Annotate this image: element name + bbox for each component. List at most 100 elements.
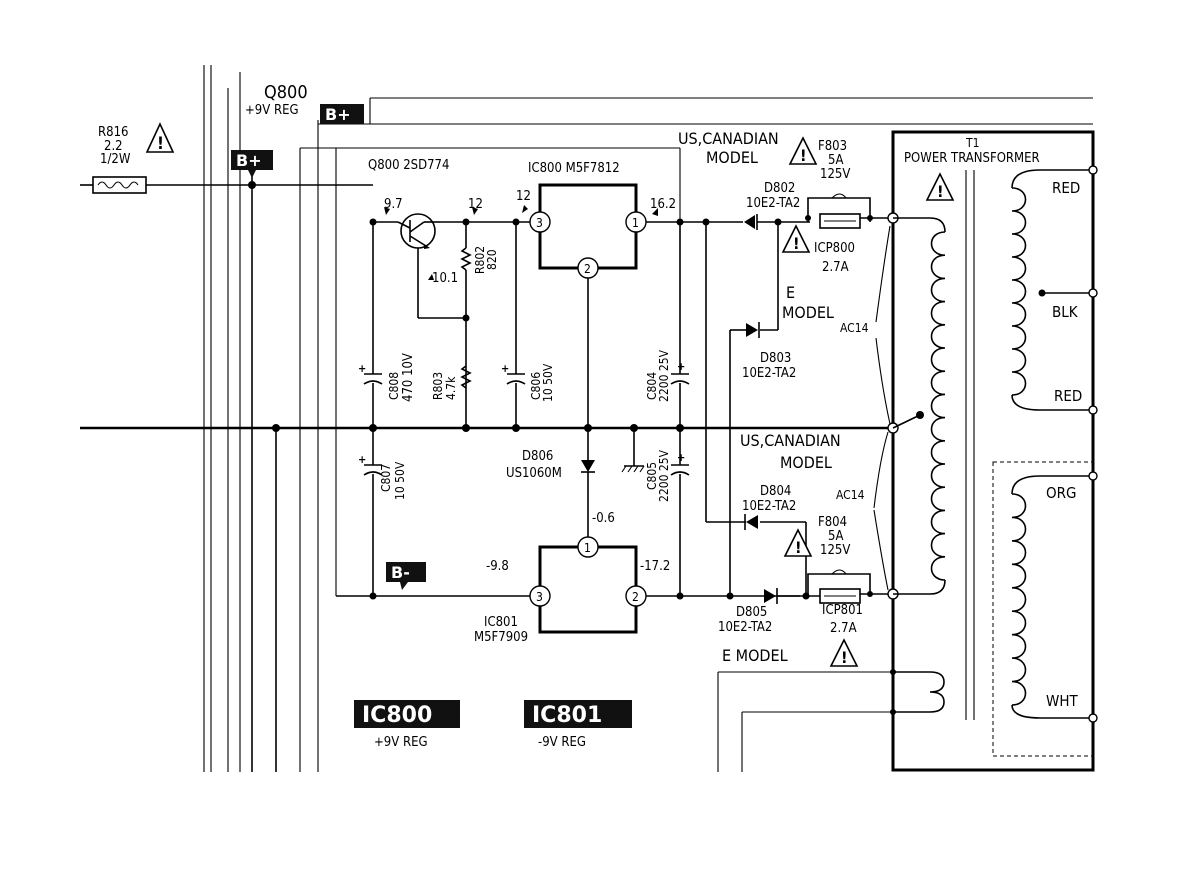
voltage-neg17-2: -17.2 <box>640 559 670 574</box>
svg-text:+: + <box>358 453 366 466</box>
voltage-10-1: 10.1 <box>432 271 458 286</box>
warning-icon: ! <box>788 136 818 165</box>
c807-capacitor: + C807 10 50V <box>358 428 407 596</box>
svg-text:R803: R803 <box>431 372 445 400</box>
svg-text:1: 1 <box>584 541 591 555</box>
bplus-top-badge: B+ <box>320 104 364 124</box>
warning-icon: ! <box>783 528 813 557</box>
reg-9v-top: +9V REG <box>245 103 299 118</box>
power-transformer: T1 POWER TRANSFORMER RED BLK RED ORG WHT <box>887 130 1098 772</box>
svg-text:US1060M: US1060M <box>506 466 562 481</box>
ac14-bottom: AC14 <box>836 488 865 502</box>
svg-text:470 10V: 470 10V <box>401 353 416 402</box>
svg-text:10 50V: 10 50V <box>541 363 555 402</box>
svg-text:M5F7909: M5F7909 <box>474 630 528 645</box>
model-mid: MODEL <box>780 453 832 472</box>
d806-diode: D806 US1060M <box>506 428 595 537</box>
svg-text:B+: B+ <box>236 151 262 170</box>
svg-text:R802: R802 <box>473 246 487 274</box>
top-rails <box>300 97 1093 222</box>
svg-text:ICP801: ICP801 <box>822 603 863 618</box>
q800-header: Q800 <box>264 82 308 103</box>
svg-text:2200 25V: 2200 25V <box>657 449 671 502</box>
svg-text:D803: D803 <box>760 351 791 366</box>
ic800-label: IC800 M5F7812 <box>528 161 620 176</box>
svg-text:!: ! <box>800 146 807 165</box>
svg-text:F804: F804 <box>818 515 847 530</box>
left-bus-lines <box>203 65 319 772</box>
svg-text:!: ! <box>841 648 848 667</box>
svg-text:10E2-TA2: 10E2-TA2 <box>742 366 796 381</box>
voltage-neg0-6: -0.6 <box>592 511 615 526</box>
svg-text:!: ! <box>157 134 164 154</box>
svg-text:IC801: IC801 <box>484 615 518 630</box>
svg-text:+: + <box>358 362 366 375</box>
voltage-12a: 12 <box>468 197 483 212</box>
svg-text:B-: B- <box>391 563 410 582</box>
ic800-regulator: 3 1 2 IC800 M5F7812 <box>528 161 700 428</box>
svg-text:2200 25V: 2200 25V <box>657 349 671 402</box>
rectifier-wiring <box>700 218 810 600</box>
ac14-top: AC14 <box>840 321 869 335</box>
warning-icon: ! <box>781 224 811 253</box>
r816-watt: 1/2W <box>100 152 131 167</box>
svg-text:T1: T1 <box>965 136 979 150</box>
f803-fuse: F803 5A 125V ICP800 2.7A <box>805 139 893 275</box>
svg-text:ICP800: ICP800 <box>814 241 855 256</box>
svg-text:+: + <box>677 360 685 373</box>
model-e-top: MODEL <box>782 303 834 322</box>
svg-text:125V: 125V <box>820 167 850 182</box>
svg-text:F803: F803 <box>818 139 847 154</box>
svg-text:C806: C806 <box>529 372 543 400</box>
svg-text:2.7A: 2.7A <box>822 260 849 275</box>
svg-text:2.7A: 2.7A <box>830 621 857 636</box>
r816-resistor: R816 2.2 1/2W <box>80 125 373 194</box>
f804-fuse: F804 5A 125V ICP801 2.7A <box>807 515 893 636</box>
c805-capacitor: + C805 2200 25V <box>645 428 690 596</box>
svg-text:D806: D806 <box>522 449 553 464</box>
d804-diode: D804 10E2-TA2 <box>742 484 796 530</box>
bplus-left-badge: B+ <box>231 150 273 178</box>
coil-winding <box>930 231 946 581</box>
svg-text:!: ! <box>793 234 800 253</box>
ic801-regulator: 1 3 2 IC801 M5F7909 <box>336 536 800 645</box>
ic800-badge: IC800 +9V REG <box>354 700 460 750</box>
svg-text:IC801: IC801 <box>532 703 602 728</box>
voltage-12b: 12 <box>516 189 531 204</box>
r816-value: 2.2 <box>104 139 123 154</box>
svg-text:125V: 125V <box>820 543 850 558</box>
svg-text:3: 3 <box>536 216 543 230</box>
voltage-16-2: 16.2 <box>650 197 676 212</box>
svg-text:10 50V: 10 50V <box>393 461 407 500</box>
svg-text:+: + <box>501 362 509 375</box>
svg-text:820: 820 <box>485 249 499 270</box>
svg-text:B+: B+ <box>325 105 351 124</box>
d803-diode: D803 10E2-TA2 <box>742 322 796 381</box>
model-top: MODEL <box>706 148 758 167</box>
r803-resistor: R803 4.7k <box>431 365 472 400</box>
svg-text:4.7k: 4.7k <box>444 376 458 400</box>
svg-text:1: 1 <box>632 216 639 230</box>
svg-text:C805: C805 <box>645 462 659 490</box>
q800-label: Q800 2SD774 <box>368 158 449 173</box>
svg-text:!: ! <box>937 182 944 201</box>
c808-capacitor: + C808 470 10V <box>358 222 416 428</box>
svg-text:RED: RED <box>1054 387 1082 405</box>
svg-text:+: + <box>677 451 685 464</box>
svg-text:BLK: BLK <box>1052 303 1079 321</box>
svg-text:!: ! <box>795 538 802 557</box>
svg-text:POWER TRANSFORMER: POWER TRANSFORMER <box>904 151 1040 166</box>
e-model-bottom: E MODEL <box>722 646 788 665</box>
voltage-9-7: 9.7 <box>384 197 403 212</box>
svg-text:5A: 5A <box>828 529 843 544</box>
chassis-ground-icon <box>621 428 645 473</box>
voltage-neg9-8: -9.8 <box>486 559 509 574</box>
r816-label: R816 <box>98 125 128 140</box>
svg-text:3: 3 <box>536 590 543 604</box>
r802-resistor: R802 820 <box>418 222 499 428</box>
coil-winding <box>1011 187 1027 396</box>
coil-winding <box>1011 493 1027 706</box>
svg-text:ORG: ORG <box>1046 484 1076 502</box>
svg-text:C804: C804 <box>645 372 659 400</box>
